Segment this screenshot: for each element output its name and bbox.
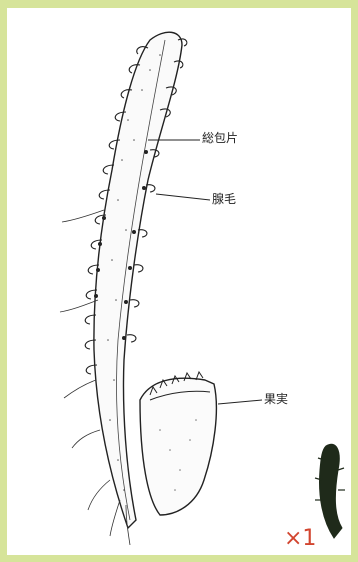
scale-label: ×1 xyxy=(284,528,316,550)
actual-size-silhouette xyxy=(320,444,342,538)
label-glandular-hair: 腺毛 xyxy=(212,193,236,205)
label-fruit: 果実 xyxy=(264,393,288,405)
leader-fruit xyxy=(218,400,262,404)
label-involucral-bract: 総包片 xyxy=(202,132,238,144)
fruit-outline xyxy=(140,378,216,515)
leader-glandular-hair xyxy=(156,194,210,200)
